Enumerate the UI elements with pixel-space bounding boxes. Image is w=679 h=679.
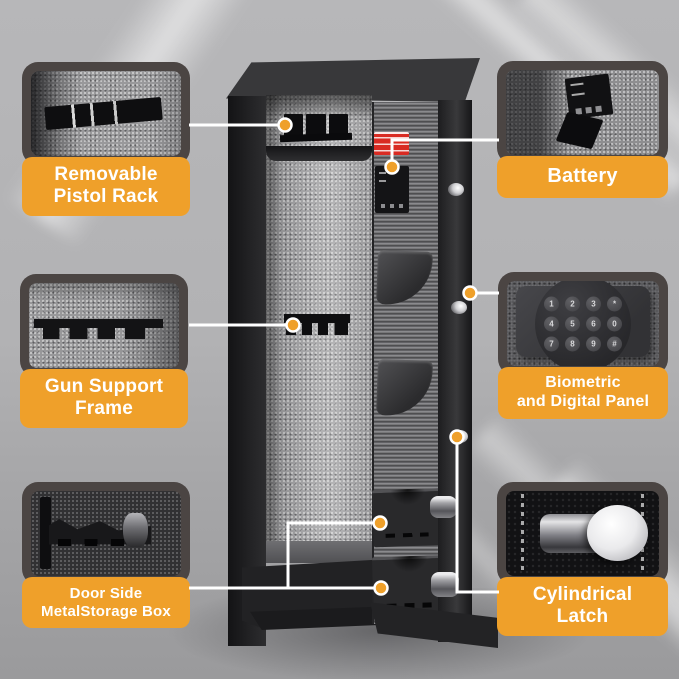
keypad-key: 4 (544, 316, 559, 331)
keypad-key: 9 (586, 336, 601, 351)
callout-label: Removable Pistol Rack (22, 157, 190, 216)
storage-box-photo (31, 491, 181, 576)
cylindrical-latch-bolt (430, 496, 457, 518)
gun-frame-bar-shape (33, 318, 163, 329)
keypad-key: 1 (544, 296, 559, 311)
callout-label: Biometric and Digital Panel (498, 367, 668, 419)
keypad-key: * (607, 296, 622, 311)
biometric-panel-photo: 1 2 3 * 4 5 6 0 7 8 9 # (507, 281, 659, 366)
callout-battery: Battery (497, 61, 668, 198)
callout-label: Door Side MetalStorage Box (22, 577, 190, 629)
callout-photo-frame (22, 62, 190, 165)
callout-gun-support-frame: Gun Support Frame (20, 274, 188, 428)
latch-bolt (451, 301, 467, 314)
keypad-key: 7 (544, 336, 559, 351)
battery-photo (506, 70, 659, 155)
gun-frame-teeth-shape (42, 327, 154, 340)
storage-box-slots-shape (58, 538, 124, 547)
gun-support-frame-bar (284, 314, 350, 323)
keypad: 1 2 3 * 4 5 6 0 7 8 9 # (544, 296, 622, 351)
callout-label: Gun Support Frame (20, 369, 188, 428)
keypad-circle: 1 2 3 * 4 5 6 0 7 8 9 # (535, 281, 631, 366)
latch-bolt (452, 430, 468, 443)
keypad-key: 3 (586, 296, 601, 311)
callout-label: Cylindrical Latch (497, 577, 668, 636)
keypad-key: 6 (586, 316, 601, 331)
interior-floor (266, 541, 372, 563)
keypad-key: 0 (607, 316, 622, 331)
cylindrical-latch-bolt (431, 572, 459, 597)
safe-top-face (226, 58, 480, 102)
callout-photo-frame (497, 61, 668, 164)
callout-biometric-digital-panel: 1 2 3 * 4 5 6 0 7 8 9 # Biometri (498, 272, 668, 419)
stitch-line (521, 494, 525, 573)
callout-photo-frame: 1 2 3 * 4 5 6 0 7 8 9 # (498, 272, 668, 375)
callout-photo-frame (497, 482, 668, 585)
latch-cylinder-face (587, 504, 649, 561)
callout-label: Battery (497, 156, 668, 198)
battery-compartment (375, 166, 409, 213)
gun-support-frame-photo (29, 283, 179, 368)
callout-removable-pistol-rack: Removable Pistol Rack (22, 62, 190, 216)
storage-box-cylinder-shape (122, 513, 148, 548)
storage-box-post-shape (40, 496, 51, 570)
warning-label (374, 132, 409, 155)
keypad-key: 5 (565, 316, 580, 331)
keypad-key: # (607, 336, 622, 351)
cylindrical-latch-photo (506, 491, 659, 576)
callout-cylindrical-latch: Cylindrical Latch (497, 482, 668, 636)
callout-door-side-metal-storage-box: Door Side MetalStorage Box (22, 482, 190, 629)
callout-photo-frame (22, 482, 190, 585)
keypad-key: 8 (565, 336, 580, 351)
interior-shelf (266, 146, 372, 161)
latch-bolt (448, 183, 464, 196)
gun-support-frame-teeth (286, 322, 348, 335)
keypad-key: 2 (565, 296, 580, 311)
safe-door-edge (438, 100, 472, 642)
safe-left-panel (228, 96, 266, 646)
callout-photo-frame (20, 274, 188, 377)
pistol-rack-photo (31, 71, 181, 156)
